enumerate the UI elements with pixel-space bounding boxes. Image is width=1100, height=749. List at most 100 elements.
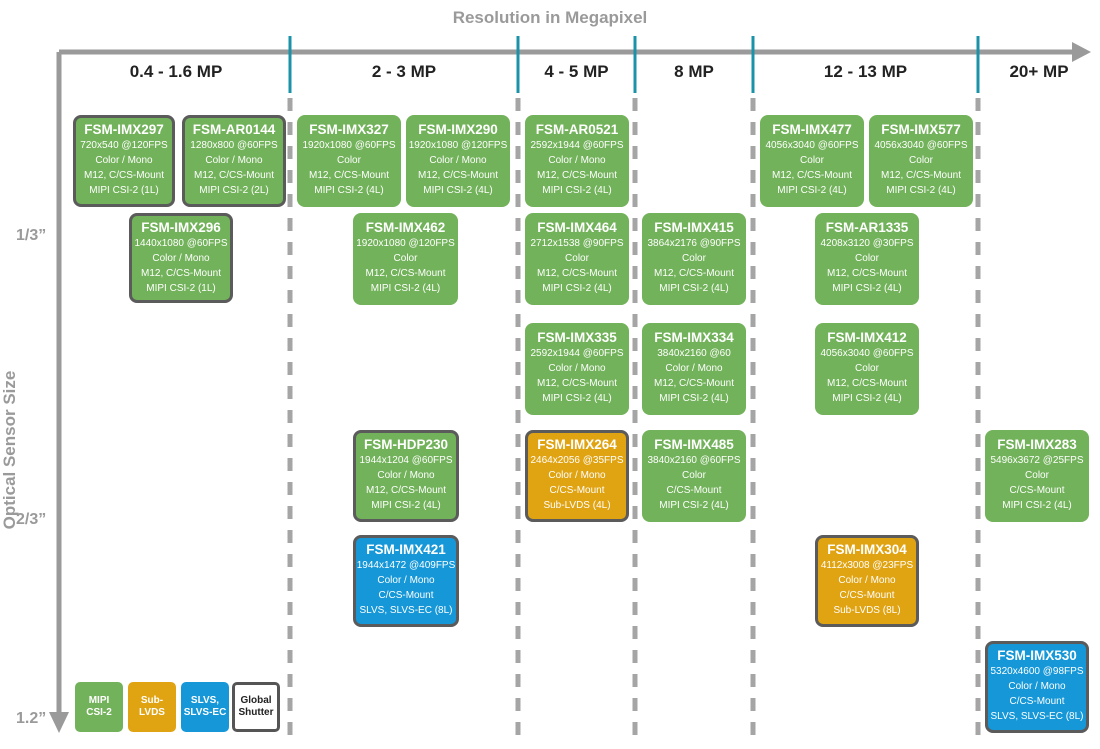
sensor-spec-line: Color / Mono xyxy=(665,363,723,374)
sensor-spec-line: M12, C/CS-Mount xyxy=(83,170,165,181)
sensor-spec-line: Color xyxy=(565,253,589,264)
sensor-spec-line: MIPI CSI-2 (2L) xyxy=(199,185,269,196)
sensor-spec-line: 1944x1204 @60FPS xyxy=(359,455,453,466)
y-axis-arrow xyxy=(49,712,69,733)
sensor-name: FSM-IMX477 xyxy=(772,122,852,137)
sensor-spec-line: Color xyxy=(682,253,706,264)
legend-sub-lvds: Sub- LVDS xyxy=(128,682,176,732)
sensor-spec-line: 5320x4600 @98FPS xyxy=(990,666,1084,677)
sensor-spec-line: M12, C/CS-Mount xyxy=(653,268,735,279)
sensor-spec-line: Color / Mono xyxy=(548,363,606,374)
sensor-name: FSM-IMX577 xyxy=(881,122,961,137)
sensor-spec-line: MIPI CSI-2 (4L) xyxy=(370,283,441,294)
sensor-spec-line: MIPI CSI-2 (4L) xyxy=(371,500,441,511)
sensor-spec-line: SLVS, SLVS-EC (8L) xyxy=(990,711,1084,722)
sensor-name: FSM-IMX421 xyxy=(366,542,446,557)
column-header-8-mp: 8 MP xyxy=(674,62,714,81)
sensor-spec-line: Color xyxy=(800,155,824,166)
sensor-spec-line: 5496x3672 @25FPS xyxy=(990,455,1084,466)
legend-mipi-csi2: MIPI CSI-2 xyxy=(75,682,123,732)
column-header-20-mp: 20+ MP xyxy=(1009,62,1069,81)
sensor-name: FSM-IMX462 xyxy=(365,220,446,235)
sensor-spec-line: C/CS-Mount xyxy=(378,590,434,601)
sensor-spec-line: M12, C/CS-Mount xyxy=(140,268,222,279)
sensor-spec-line: MIPI CSI-2 (1L) xyxy=(146,283,216,294)
sensor-spec-line: MIPI CSI-2 (4L) xyxy=(542,393,612,404)
sensor-spec-line: 4208x3120 @30FPS xyxy=(820,238,914,249)
sensor-spec-line: Color xyxy=(337,155,361,166)
sensor-spec-line: Color / Mono xyxy=(377,575,435,586)
sensor-name: FSM-IMX335 xyxy=(537,330,617,345)
sensor-spec-line: 2464x2056 @35FPS xyxy=(530,455,624,466)
column-dividers xyxy=(287,98,981,745)
sensor-spec-line: M12, C/CS-Mount xyxy=(308,170,390,181)
sensor-spec-line: M12, C/CS-Mount xyxy=(536,378,618,389)
sensor-spec-line: MIPI CSI-2 (4L) xyxy=(777,185,847,196)
sensor-spec-line: Color / Mono xyxy=(838,575,896,586)
sensor-name: FSM-HDP230 xyxy=(363,437,449,452)
x-axis-arrow xyxy=(1072,42,1091,62)
sensor-spec-line: Color xyxy=(1025,470,1049,481)
sensor-spec-line: M12, C/CS-Mount xyxy=(193,170,275,181)
sensor-spec-line: Color / Mono xyxy=(1008,681,1066,692)
chart-title: Resolution in Megapixel xyxy=(452,8,648,27)
column-header-4-5-mp: 4 - 5 MP xyxy=(544,62,609,81)
sensor-spec-line: M12, C/CS-Mount xyxy=(365,268,446,279)
sensor-spec-line: 1944x1472 @409FPS xyxy=(356,560,456,571)
sensor-spec-line: M12, C/CS-Mount xyxy=(536,170,618,181)
sensor-name: FSM-IMX412 xyxy=(827,330,907,345)
sensor-name: FSM-IMX297 xyxy=(84,122,164,137)
sensor-spec-line: MIPI CSI-2 (4L) xyxy=(1002,500,1072,511)
sensor-spec-line: 2712x1538 @90FPS xyxy=(530,238,624,249)
sensor-spec-line: Color xyxy=(393,253,418,264)
sensor-spec-line: SLVS, SLVS-EC (8L) xyxy=(359,605,453,616)
row-label-2-3: 2/3” xyxy=(16,511,47,528)
sensor-name: FSM-IMX327 xyxy=(309,122,389,137)
sensor-spec-line: MIPI CSI-2 (4L) xyxy=(832,393,902,404)
sensor-spec-line: Color xyxy=(855,363,879,374)
sensor-name: FSM-IMX485 xyxy=(654,437,734,452)
sensor-spec-line: 4056x3040 @60FPS xyxy=(820,348,914,359)
sensor-name: FSM-IMX296 xyxy=(141,220,221,235)
sensor-spec-line: MIPI CSI-2 (4L) xyxy=(423,185,493,196)
sensor-spec-line: C/CS-Mount xyxy=(1009,485,1065,496)
sensor-spec-line: Color / Mono xyxy=(548,470,606,481)
sensor-spec-line: MIPI CSI-2 (4L) xyxy=(832,283,902,294)
sensor-spec-line: C/CS-Mount xyxy=(839,590,895,601)
sensor-spec-line: M12, C/CS-Mount xyxy=(536,268,618,279)
column-header-12-13-mp: 12 - 13 MP xyxy=(823,62,908,81)
sensor-name: FSM-AR1335 xyxy=(825,220,909,235)
sensor-spec-line: M12, C/CS-Mount xyxy=(653,378,735,389)
sensor-spec-line: MIPI CSI-2 (4L) xyxy=(659,393,729,404)
sensor-spec-line: MIPI CSI-2 (4L) xyxy=(542,185,612,196)
sensor-spec-line: 1440x1080 @60FPS xyxy=(134,238,228,249)
sensor-spec-line: 4112x3008 @23FPS xyxy=(820,560,914,571)
sensor-name: FSM-AR0521 xyxy=(535,122,619,137)
sensor-name: FSM-IMX290 xyxy=(418,122,498,137)
sensor-spec-line: M12, C/CS-Mount xyxy=(826,268,908,279)
sensor-spec-line: 1920x1080 @120FPS xyxy=(356,238,455,249)
sensor-spec-line: 3864x2176 @90FPS xyxy=(647,238,741,249)
sensor-name: FSM-IMX264 xyxy=(537,437,617,452)
sensor-spec-line: C/CS-Mount xyxy=(549,485,605,496)
sensor-spec-line: Color / Mono xyxy=(377,470,435,481)
sensor-spec-line: 1920x1080 @60FPS xyxy=(302,140,396,151)
column-ticks xyxy=(288,36,980,93)
sensor-spec-line: Color / Mono xyxy=(205,155,263,166)
